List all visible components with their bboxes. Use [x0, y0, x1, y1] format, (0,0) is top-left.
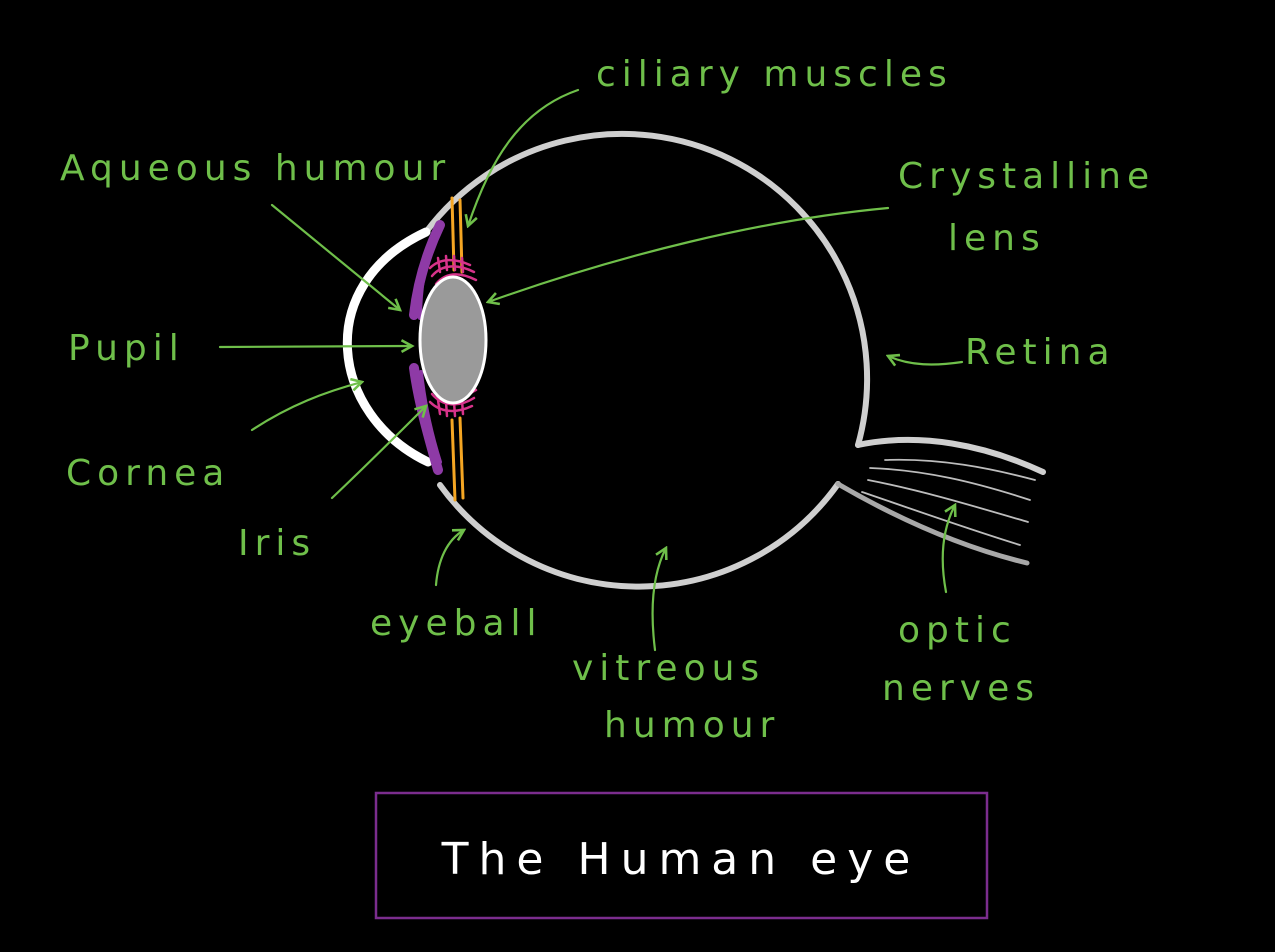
pupil-label: Pupil	[68, 328, 185, 369]
crystalline-lens-label-line2: lens	[948, 218, 1046, 259]
cornea-arrow	[250, 382, 362, 432]
eyeball-arrow	[434, 530, 464, 587]
aqueous-humour-arrow	[270, 203, 400, 310]
title-box	[374, 791, 989, 920]
crystalline-lens-arrow	[488, 206, 890, 302]
ciliary-muscles-arrow	[468, 88, 580, 226]
ciliary-muscles-label: ciliary muscles	[596, 54, 953, 95]
cornea-label: Cornea	[66, 453, 230, 494]
pointer-arrows	[218, 88, 964, 652]
crystalline-lens-label-line1: Crystalline	[898, 156, 1155, 197]
optic-nerves-label-line1: optic	[898, 610, 1017, 651]
optic-nerve-drawing	[835, 436, 1046, 566]
iris-label: Iris	[238, 523, 316, 564]
eyeball-label: eyeball	[370, 603, 543, 644]
optic-nerves-label-line2: nerves	[882, 668, 1040, 709]
retina-label: Retina	[965, 332, 1116, 373]
pupil-arrow	[218, 346, 412, 347]
retina-arrow	[888, 356, 964, 364]
diagram-title: The Human eye	[441, 834, 921, 885]
eyeball-outline	[423, 130, 871, 590]
optic-nerves-arrow	[941, 505, 955, 594]
crystalline-lens-drawing	[418, 275, 488, 405]
vitreous-humour-label-line2: humour	[604, 705, 780, 746]
iris-arrow	[330, 406, 426, 500]
vitreous-humour-label-line1: vitreous	[572, 648, 765, 689]
vitreous-humour-arrow	[651, 548, 666, 652]
aqueous-humour-label: Aqueous humour	[60, 148, 451, 189]
